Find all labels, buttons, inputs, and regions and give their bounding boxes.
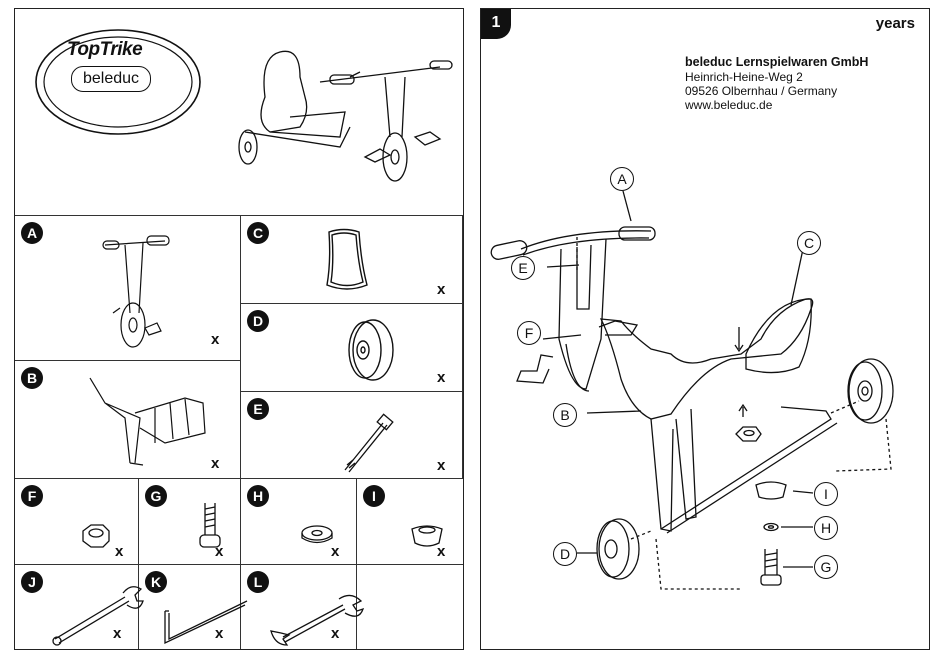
part-i-cap-icon — [409, 521, 445, 549]
callout-b: B — [553, 403, 577, 427]
callout-d: D — [553, 542, 577, 566]
part-k-hex-key-icon — [161, 591, 251, 651]
logo-top-text: TopTrike — [67, 39, 142, 61]
callout-f: F — [517, 321, 541, 345]
callout-c: C — [797, 231, 821, 255]
logo-bottom-text: beleduc — [83, 70, 139, 87]
part-h-washer-icon — [299, 523, 335, 547]
part-b-seat-frame-icon — [85, 373, 215, 473]
part-g-bolt-icon — [195, 501, 225, 551]
badge-b: B — [21, 367, 43, 389]
assembly-step-panel: 1 years beleduc Lernspielwaren GmbH Hein… — [480, 8, 930, 650]
callout-i: I — [814, 482, 838, 506]
badge-h: H — [247, 485, 269, 507]
qty-f: x — [115, 543, 123, 560]
qty-c: x — [437, 281, 445, 298]
badge-f: F — [21, 485, 43, 507]
part-c-seat-cushion-icon — [319, 227, 369, 297]
callout-a: A — [610, 167, 634, 191]
qty-d: x — [437, 369, 445, 386]
callout-g: G — [814, 555, 838, 579]
callout-e: E — [511, 256, 535, 280]
part-f-nut-icon — [79, 521, 111, 549]
top-divider — [15, 215, 463, 216]
part-a-front-frame-icon — [95, 233, 195, 353]
badge-a: A — [21, 222, 43, 244]
badge-i: I — [363, 485, 385, 507]
badge-k: K — [145, 571, 167, 593]
assembly-illustration — [481, 9, 931, 651]
part-cell-empty — [357, 565, 463, 649]
part-j-wrench-icon — [45, 579, 145, 649]
tricycle-illustration — [230, 37, 460, 187]
part-l-double-wrench-icon — [265, 587, 365, 651]
parts-list-panel: TopTrike beleduc A B C D E F G H I J K L — [14, 8, 464, 650]
badge-c: C — [247, 222, 269, 244]
badge-e: E — [247, 398, 269, 420]
badge-g: G — [145, 485, 167, 507]
part-e-axle-bolt-icon — [335, 415, 395, 475]
callout-h: H — [814, 516, 838, 540]
logo-bottom-text-box: beleduc — [71, 66, 151, 92]
qty-a: x — [211, 331, 219, 348]
badge-d: D — [247, 310, 269, 332]
part-d-wheel-icon — [335, 315, 395, 385]
badge-j: J — [21, 571, 43, 593]
qty-e: x — [437, 457, 445, 474]
